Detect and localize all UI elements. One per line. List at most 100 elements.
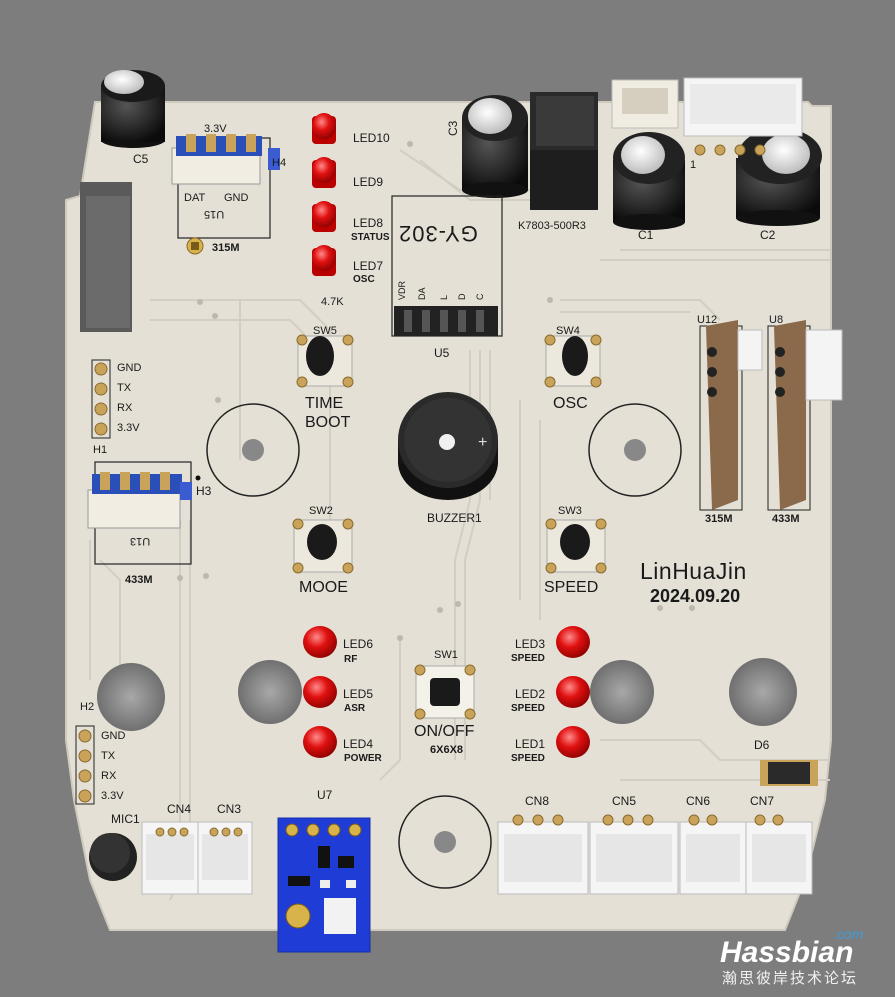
label-led2: LED2 [515,687,546,701]
header-h2 [75,725,95,805]
label-cn8: CN8 [525,794,550,808]
label-led3: LED3 [515,637,546,651]
label-h2-pin4: 3.3V [101,790,124,802]
label-c5: C5 [133,152,149,166]
buzzer: + [398,392,498,500]
label-connector-pin1: 1 [690,159,697,171]
label-cn3: CN3 [217,802,242,816]
mounting-holes [97,403,797,889]
label-led10: LED10 [353,131,390,145]
label-u5-pin4: D [457,293,467,301]
label-led6-sub: RF [344,654,358,665]
label-h1-pin3: RX [117,402,133,414]
label-sw5-line1: TIME [305,395,344,412]
label-regulator: K7803-500R3 [518,220,586,232]
label-h1: H1 [93,444,108,456]
label-sw1-func: ON/OFF [414,723,475,740]
label-h1-pin4: 3.3V [117,422,140,434]
capacitor-c5 [101,70,165,148]
label-c2: C2 [760,228,776,242]
label-h2-pin3: RX [101,770,117,782]
label-h4: H4 [272,157,287,169]
module-u7 [277,817,371,953]
label-sw1: SW1 [434,649,458,661]
vias [177,141,695,641]
label-u15-freq: 315M [212,242,240,254]
label-d6: D6 [754,738,770,752]
label-u8: U8 [769,314,784,326]
label-led1: LED1 [515,737,546,751]
label-h1-pin2: TX [117,382,132,394]
label-sw5: SW5 [313,325,337,337]
label-led4-sub: POWER [344,753,382,764]
label-h2-pin2: TX [101,750,116,762]
label-led9: LED9 [353,175,384,189]
label-c3: C3 [446,120,460,136]
label-sw4-func: OSC [553,395,588,412]
label-u8-freq: 433M [772,513,800,525]
capacitor-c2 [736,128,822,226]
label-led4: LED4 [343,737,374,751]
leds-bottom-right [556,626,590,758]
label-h3: H3 [196,484,212,498]
label-date: 2024.09.20 [650,586,741,606]
label-u15-dat: DAT [184,192,206,204]
module-u5-gy302 [391,195,503,337]
label-led7-sub: OSC [353,274,375,285]
bottom-connectors [141,814,813,895]
label-u15-top: 3.3V [204,123,227,135]
label-buzzer: BUZZER1 [427,511,482,525]
leds-bottom-left [303,626,337,758]
label-led1-sub: SPEED [511,753,545,764]
header-h1 [91,359,111,439]
label-sw5-line2: BOOT [305,414,351,431]
tact-switches [292,334,607,720]
label-u13: U13 [130,535,151,547]
label-sw3: SW3 [558,505,582,517]
top-connector-large [683,77,803,156]
label-author: LinHuaJin [640,558,747,584]
label-c1: C1 [638,228,654,242]
label-cn5: CN5 [612,794,637,808]
label-h2: H2 [80,701,95,713]
label-led7: LED7 [353,259,384,273]
label-sw2: SW2 [309,505,333,517]
label-u5-pin2: DA [417,287,427,300]
modules-u12-u8 [699,320,843,511]
module-u13 [87,461,201,565]
label-u5-pin5: C [475,293,485,301]
regulator-k7803 [530,92,598,210]
label-sw1-sub: 6X6X8 [430,744,464,756]
watermark-com: .com [833,926,864,942]
label-u12-freq: 315M [705,513,733,525]
label-led2-sub: SPEED [511,703,545,714]
watermark-brand: Hassbian [720,936,854,969]
board-outline [65,101,832,931]
label-u13-freq: 433M [125,574,153,586]
microphone [89,833,137,881]
svg-text:+: + [478,434,487,451]
label-led3-sub: SPEED [511,653,545,664]
label-u5-silk: GY-302 [398,221,478,246]
label-u15: U15 [204,208,225,220]
label-led5-sub: ASR [344,703,366,714]
capacitor-c3 [462,95,528,198]
diode-d6 [760,760,818,786]
top-connector-small [611,79,679,129]
label-led5: LED5 [343,687,374,701]
label-resistor: 4.7K [321,296,344,308]
label-mic1: MIC1 [111,812,140,826]
label-cn4: CN4 [167,802,192,816]
label-led6: LED6 [343,637,374,651]
label-u12: U12 [697,314,718,326]
watermark-tagline: 瀚思彼岸技术论坛 [722,970,859,987]
label-cn7: CN7 [750,794,775,808]
label-u15-gnd: GND [224,192,249,204]
label-sw4: SW4 [556,325,580,337]
label-h2-pin1: GND [101,730,126,742]
label-cn6: CN6 [686,794,711,808]
label-led8: LED8 [353,216,384,230]
label-u5-pin1: VDR [397,280,407,300]
